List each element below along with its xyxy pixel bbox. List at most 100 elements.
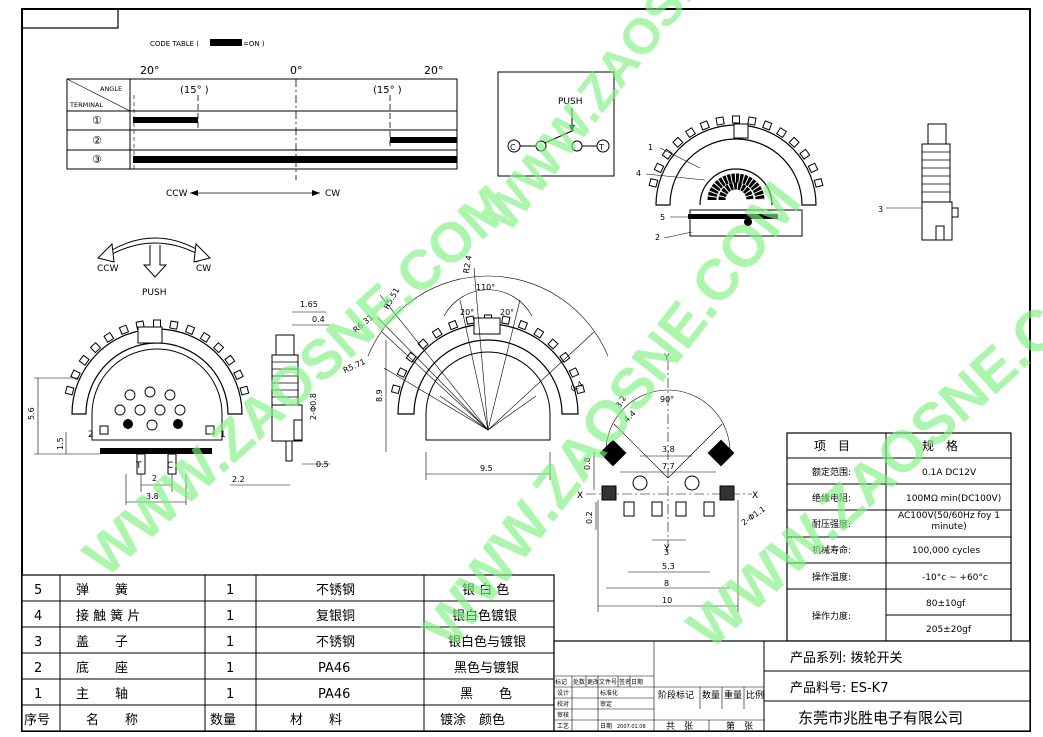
dim-2-2: 2.2 [232, 475, 245, 484]
gear-tooth [684, 127, 697, 139]
bom-qty-4: 1 [226, 609, 234, 624]
spec-table: 项 目 规 格 额定范围: 0.1A DC12V 绝缘电阻: 100MΩ min… [786, 432, 1012, 642]
spec-header-spec: 规 格 [922, 438, 958, 453]
dim-7-7: 7.7 [662, 462, 675, 471]
code-table-title: CODE TABLE ( [150, 40, 199, 48]
gear-tooth [431, 327, 443, 339]
bom-mat-2: PA46 [318, 661, 350, 676]
dir-push: PUSH [142, 288, 167, 298]
axis-x-left: X [577, 491, 583, 501]
tb-review: 审定 [600, 700, 612, 708]
gear-tooth [813, 177, 824, 188]
tb-total-sheets: 共 张 [666, 721, 693, 732]
gear-tooth [153, 319, 161, 328]
dim-90: 90° [660, 395, 674, 404]
bar-1 [133, 117, 198, 123]
dir-ccw: CCW [97, 264, 119, 274]
gear-tooth [653, 162, 665, 174]
tb-sheet-no: 第 张 [726, 720, 753, 732]
bom-no-3: 3 [34, 635, 42, 650]
bom-mat-3: 不锈钢 [316, 635, 355, 650]
gear-tooth [64, 385, 75, 396]
dim-3-8: 3.8 [146, 492, 159, 501]
dim-20b: 20° [500, 308, 514, 317]
tb-craft: 工艺 [557, 722, 569, 730]
dir-cw: CW [196, 264, 211, 274]
dim-r2-4: R2.4 [462, 255, 474, 275]
corner-box [21, 8, 119, 29]
spec-force-2: 205±20gf [926, 625, 972, 635]
axis-x-right: X [752, 491, 758, 501]
gear-tooth [807, 162, 819, 174]
bom-header-name: 名 称 [86, 712, 138, 728]
pin-1: 1 [220, 430, 226, 440]
gear-tooth [799, 148, 811, 160]
spec-item-insulation: 绝缘电阻: [812, 492, 851, 504]
bom-qty-1: 1 [226, 687, 234, 702]
gear-tooth [89, 342, 102, 354]
pin-c: C [167, 461, 173, 471]
bom-header-mat: 材 料 [290, 713, 342, 728]
on-swatch [210, 39, 242, 46]
dim-3: 3 [664, 548, 669, 557]
callout-5: 5 [660, 213, 665, 222]
gear-tooth [699, 120, 710, 131]
gear-tooth [575, 384, 586, 395]
dim-5-6: 5.6 [27, 407, 36, 420]
tb-change-doc: 更改文件号 [587, 678, 617, 686]
gear-tooth [762, 120, 773, 131]
tb-count: 处数 [573, 678, 585, 686]
spec-item-voltage: 耐压强度: [812, 518, 851, 530]
terminal-2: ② [92, 134, 102, 147]
tb-audit: 审核 [557, 711, 569, 719]
gear-tooth [559, 351, 571, 363]
tb-date-value: 2007.01.08 [617, 724, 646, 730]
dim-1-5: 1.5 [56, 437, 65, 450]
code-table: CODE TABLE ( =ON ) 20° 0° 20° ANGLE TERM… [66, 39, 458, 199]
tb-design: 设计 [557, 689, 569, 697]
bom-mat-1: PA46 [318, 687, 350, 702]
dim-0-8-pcb: 0.8 [583, 457, 592, 470]
front-teeth [64, 319, 250, 396]
tb-mark: 标记 [555, 678, 567, 686]
gear-tooth [568, 367, 580, 378]
tb-stage: 阶段标记 [658, 689, 694, 701]
gear-tooth [396, 367, 408, 378]
dim-0-4: 0.4 [312, 315, 325, 324]
spec-value-insulation: 100MΩ min(DC100V) [906, 494, 1001, 504]
bom-name-shaft: 主 轴 [76, 687, 128, 702]
bom-mat-5: 不锈钢 [316, 583, 355, 598]
bom-finish-4: 银白色镀银 [452, 608, 517, 624]
spec-item-rating: 额定范围: [812, 466, 851, 478]
gear-tooth [199, 331, 211, 343]
spec-item-life: 机械寿命: [812, 544, 851, 556]
gear-tooth [465, 315, 475, 325]
dim-9-5: 9.5 [480, 464, 493, 473]
gear-tooth [501, 315, 511, 325]
dim-8: 8 [664, 579, 669, 588]
bom-no-2: 2 [34, 661, 42, 676]
side-view-top: 3 [878, 123, 959, 241]
dim-10: 10 [662, 596, 672, 605]
sub-left: (15° ) [180, 85, 209, 96]
dim-20a: 20° [460, 308, 474, 317]
bom-no-4: 4 [34, 609, 42, 624]
gear-tooth [224, 354, 236, 366]
callout-4: 4 [636, 169, 641, 178]
terminal-c: C [510, 143, 516, 152]
gear-tooth [715, 116, 725, 126]
bom-finish-2: 黑色与镀银 [454, 660, 519, 676]
bom-name-base: 底 座 [76, 660, 128, 676]
gear-tooth [233, 369, 244, 381]
product-part-number: 产品料号: ES-K7 [790, 681, 888, 696]
gear-tooth [447, 319, 459, 331]
code-cw: CW [325, 189, 340, 199]
tb-ratio: 比例 [746, 689, 764, 701]
gear-tooth [648, 177, 659, 188]
sub-right: (15° ) [373, 85, 402, 96]
spec-header-item: 项 目 [814, 439, 850, 453]
deg-right: 20° [424, 64, 444, 77]
dim-0-2: 0.2 [585, 511, 594, 524]
bom-finish-1: 黑 色 [460, 686, 512, 702]
